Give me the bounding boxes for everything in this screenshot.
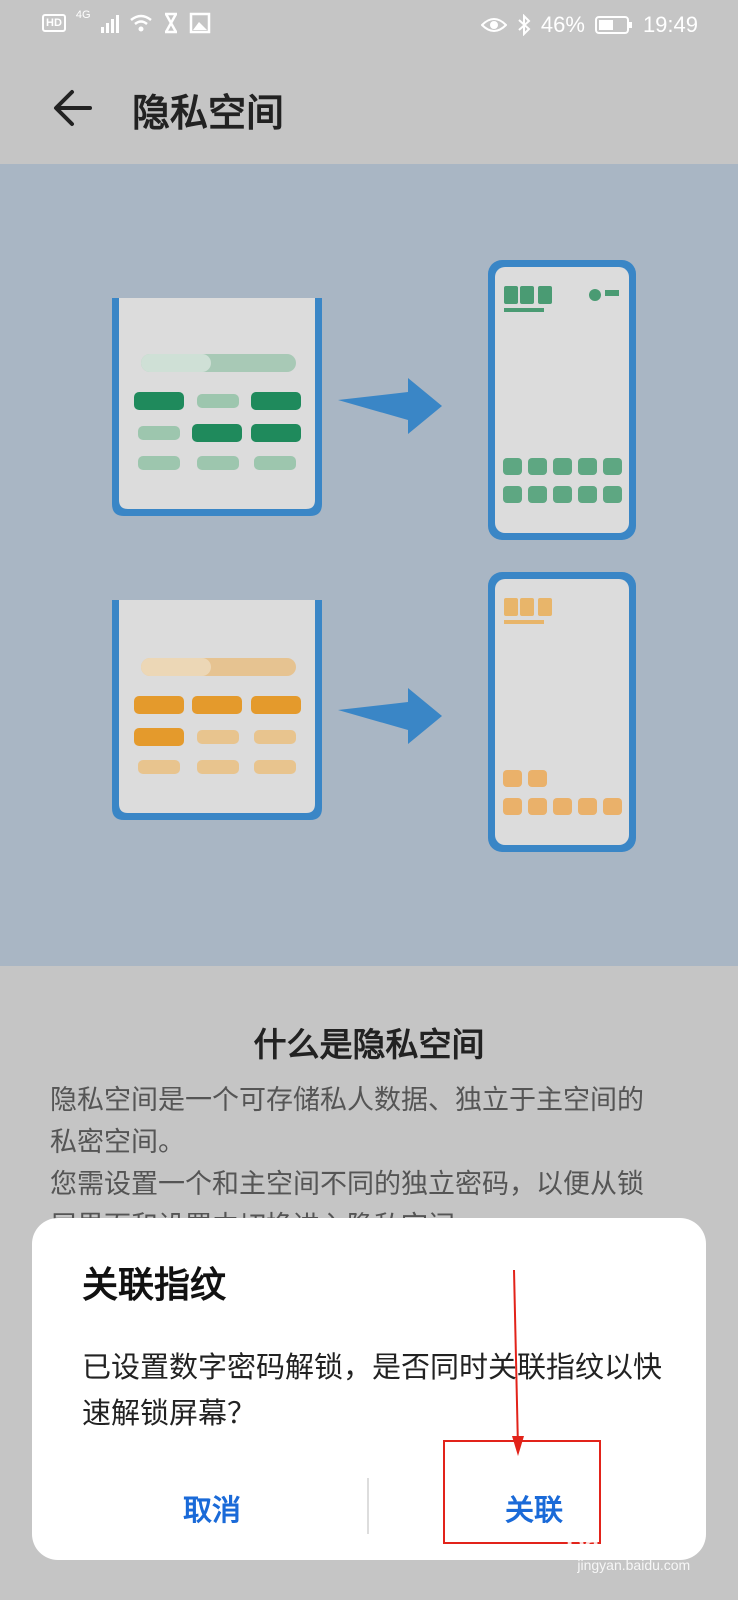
- image-icon: [189, 12, 210, 34]
- status-right: 46% 19:49: [480, 12, 698, 38]
- clock: 19:49: [642, 12, 698, 37]
- watermark-sub: jingyan.baidu.com: [577, 1557, 691, 1573]
- hd-icon: HD: [42, 14, 66, 32]
- description-line: 隐私空间是一个可存储私人数据、独立于主空间的: [50, 1085, 644, 1116]
- phone-orange-left: [112, 600, 322, 820]
- illustration-graphic: [112, 260, 636, 852]
- phone-orange-right: [488, 572, 636, 852]
- dialog-title: 关联指纹: [82, 1265, 227, 1306]
- phone-green-right: [488, 260, 636, 540]
- battery-icon: [594, 16, 632, 34]
- button-divider: [367, 1478, 369, 1534]
- app-bar: 隐私空间: [0, 52, 738, 164]
- wifi-icon: [129, 14, 152, 32]
- bluetooth-icon: [518, 14, 531, 36]
- eye-icon: [480, 18, 507, 32]
- description-line: 您需设置一个和主空间不同的独立密码，以便从锁: [50, 1169, 644, 1200]
- arrow-right-top: [338, 378, 442, 434]
- page-title: 隐私空间: [132, 91, 285, 135]
- section-heading: 什么是隐私空间: [253, 1025, 485, 1064]
- baidu-watermark: Baidu经验 jingyan.baidu.com: [566, 1520, 690, 1573]
- network-type: 4G: [75, 9, 91, 21]
- dialog-message: 已设置数字密码解锁，是否同时关联指纹以快速解锁屏幕？: [82, 1350, 663, 1430]
- link-fingerprint-dialog: 关联指纹 已设置数字密码解锁，是否同时关联指纹以快速解锁屏幕？ 取消 关联: [32, 1218, 706, 1560]
- link-button[interactable]: 关联: [504, 1493, 563, 1527]
- cancel-button[interactable]: 取消: [182, 1493, 241, 1527]
- arrow-right-bottom: [338, 688, 442, 744]
- hourglass-icon: [164, 12, 177, 34]
- description-line: 私密空间。: [50, 1127, 185, 1158]
- battery-percent: 46%: [540, 12, 585, 37]
- phone-green-left: [112, 298, 322, 516]
- privacy-space-illustration: [0, 164, 738, 966]
- back-arrow-icon[interactable]: [48, 82, 100, 134]
- status-left: HD 4G: [42, 9, 211, 34]
- watermark-text: Baidu经验: [566, 1525, 691, 1555]
- status-bar: HD 4G 46% 19:49: [0, 0, 738, 52]
- signal-icon: [100, 13, 119, 33]
